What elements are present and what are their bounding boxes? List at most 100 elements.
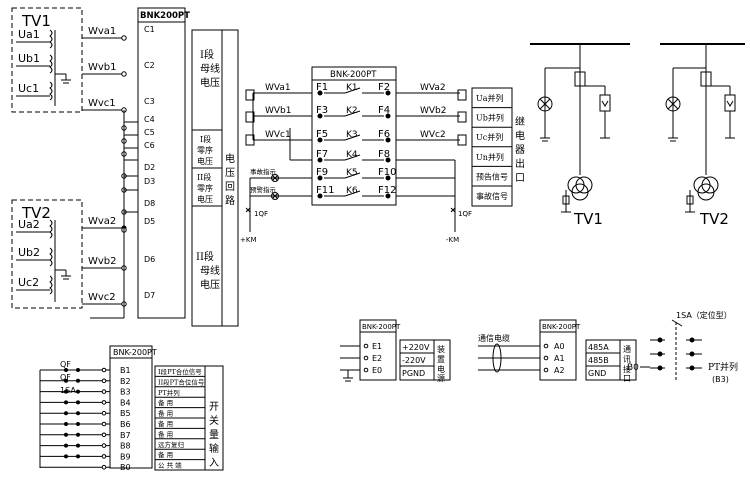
signal-label-fault: 事故指示 (250, 167, 277, 176)
switch-contact (76, 454, 80, 459)
tv2-wire-b: Wvb2 (88, 256, 117, 267)
relay-node (317, 90, 323, 96)
switch-breaker-2: QF (60, 373, 71, 382)
tv1-wire-b: Wvb1 (88, 62, 117, 73)
switch-input-8: 备 用 (158, 450, 173, 459)
terminal-dot (101, 432, 107, 438)
power-terminal-E0: E0 (372, 366, 382, 375)
tv1-wires: Wva1 Wvb1 Wvc1 (82, 26, 127, 113)
switch-terminal-B2: B2 (120, 377, 131, 386)
selector-title: 1SA（定位型） (676, 310, 732, 320)
comm-terminal-A0: A0 (554, 342, 565, 351)
selector-output-ref: (B3) (712, 375, 729, 384)
relay-contact-K6: K6 (346, 186, 358, 196)
tv2-block: TV2 Ua2 Ub2 Uc2 (11, 199, 83, 309)
tv2-wire-a: Wva2 (88, 216, 116, 227)
relay-left-F1: F1 (316, 82, 328, 93)
bnk-main-terminal-D7: D7 (144, 291, 155, 300)
switch-contact (64, 454, 68, 459)
seg2-zero-label: II段零序电压 (197, 172, 213, 204)
bnk-main-title: BNK200PT (140, 11, 190, 21)
switch-terminal-B5: B5 (120, 409, 131, 418)
relay-contact-K4: K4 (346, 150, 358, 160)
relay-left-F7: F7 (316, 149, 328, 160)
relay-right-F8: F8 (378, 149, 390, 160)
relay-left-wire-b: WVb1 (265, 106, 292, 116)
switch-contact (76, 422, 80, 426)
comm-group-label: 通讯接口 (623, 344, 631, 383)
terminal-dot (101, 389, 107, 394)
tv2-single-line: TV2 (660, 43, 745, 228)
relay-output-5: 事故信号 (476, 191, 508, 201)
relay-node (317, 113, 323, 119)
relay-right-F4: F4 (378, 105, 390, 116)
relay-left-F3: F3 (316, 105, 328, 116)
switch-group-label: 开关量输入 (209, 402, 219, 469)
tv2-winding-b: Ub2 (18, 246, 40, 259)
relay-node (317, 193, 323, 199)
relay-output-3: Un并列 (476, 152, 504, 162)
terminal-dot (121, 35, 127, 41)
switch-contact (64, 422, 68, 426)
bnk-main-terminal-C1: C1 (144, 25, 155, 34)
switch-box-title: BNK-200PT (113, 348, 157, 357)
relay-contact-blade (344, 172, 361, 179)
relay-node (317, 157, 323, 163)
comm-label-gnd: GND (588, 369, 606, 378)
terminal-dot (101, 464, 107, 470)
switch-contact (64, 411, 68, 416)
relay-left-F9: F9 (316, 167, 328, 178)
switch-input-2: PT并列 (158, 388, 180, 397)
relay-box-title: BNK-200PT (330, 70, 377, 80)
selector-input: B0 (627, 363, 639, 373)
terminal-dot (121, 71, 127, 77)
tv2-wire-c: Wvc2 (88, 292, 116, 303)
switch-contact (76, 443, 80, 448)
seg1-bus-label: I段母线电压 (200, 48, 220, 89)
seg1-zero-label: I段零序电压 (197, 134, 213, 166)
seg2-bus-label: II段母线电压 (196, 250, 220, 291)
terminal-dot (101, 367, 107, 373)
breaker-label-right: 1QF (458, 210, 472, 218)
relay-node (317, 175, 323, 181)
tv1-drawing-label: TV1 (573, 210, 603, 228)
switch-input-4: 备 用 (158, 409, 173, 418)
relay-node (317, 137, 323, 143)
bus-label-plus: +KM (240, 236, 257, 244)
switch-contact (76, 368, 80, 372)
tv1-winding-a: Ua1 (18, 28, 40, 41)
terminal-dot (101, 421, 107, 427)
relay-contact-K1: K1 (346, 83, 358, 93)
terminal-dot (101, 410, 107, 416)
terminal-dot (363, 367, 369, 373)
bnk-main-terminal-C6: C6 (144, 141, 155, 150)
switch-terminal-B3: B3 (120, 388, 131, 397)
comm-terminal-A1: A1 (554, 354, 565, 363)
circuit-label: 电压回路 (225, 152, 235, 207)
switch-input-5: 备 用 (158, 419, 173, 428)
relay-left-wire-c: WVc1 (265, 130, 291, 140)
tv2-drawing-label: TV2 (699, 210, 729, 228)
relay-left-wire-a: WVa1 (265, 83, 291, 93)
relay-contact-K3: K3 (346, 130, 358, 140)
segment-labels: I段母线电压 I段零序电压 II段零序电压 II段母线电压 电压回路 (191, 29, 239, 327)
switch-contact (76, 378, 80, 383)
tv1-winding-b: Ub1 (18, 52, 40, 65)
relay-right-F2: F2 (378, 82, 390, 93)
tv1-title: TV1 (21, 12, 51, 30)
comm-terminal-A2: A2 (554, 366, 565, 375)
switch-contact (76, 400, 80, 405)
relay-output-2: Uc并列 (476, 132, 503, 142)
relay-right-F10: F10 (378, 167, 396, 178)
switch-input-1: II段PT合位信号 (158, 377, 205, 386)
tv1-single-line: TV1 (530, 43, 630, 228)
